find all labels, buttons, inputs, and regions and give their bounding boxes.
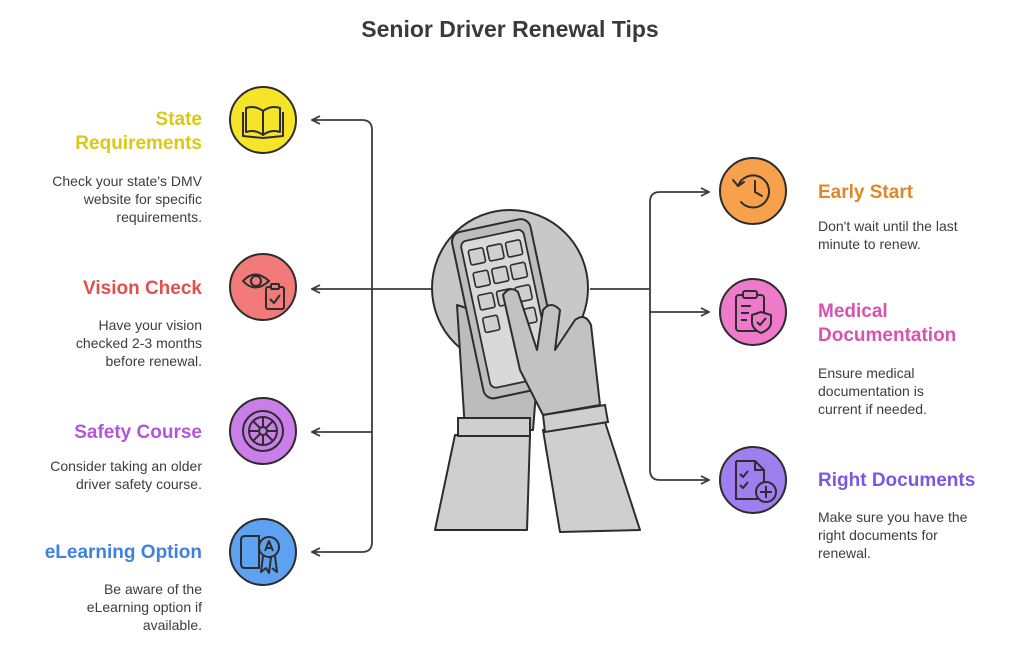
early-start-badge xyxy=(719,157,787,225)
state-requirements-description: Check your state's DMV website for speci… xyxy=(52,173,202,225)
page-title: Senior Driver Renewal Tips xyxy=(361,16,659,42)
elearning-option-heading: eLearning Option xyxy=(44,542,202,563)
safety-course-heading: Safety Course xyxy=(74,422,202,443)
vision-check-description: Have your vision checked 2-3 months befo… xyxy=(75,317,202,369)
hand-calculator-illustration xyxy=(431,209,641,533)
clock-icon xyxy=(732,174,771,209)
document-plus-icon xyxy=(735,460,777,503)
eye-clipboard-icon xyxy=(242,273,285,310)
right-documents-badge xyxy=(719,446,787,514)
vision-check-heading: Vision Check xyxy=(83,278,202,299)
right-documents-description: Make sure you have the right documents f… xyxy=(818,509,968,561)
elearning-option-badge xyxy=(229,518,297,586)
book-icon xyxy=(242,106,284,139)
safety-course-description: Consider taking an older driver safety c… xyxy=(50,458,202,492)
vision-check-badge xyxy=(229,253,297,321)
medical-clipboard-icon xyxy=(735,290,772,334)
steering-wheel-icon xyxy=(242,410,284,452)
medical-documentation-heading: Medical Documentation xyxy=(818,301,957,346)
state-requirements-heading: State Requirements xyxy=(75,109,202,154)
right-documents-heading: Right Documents xyxy=(818,470,976,491)
early-start-heading: Early Start xyxy=(818,182,914,203)
certificate-icon xyxy=(240,535,280,574)
medical-documentation-description: Ensure medical documentation is current … xyxy=(818,365,927,417)
elearning-option-description: Be aware of the eLearning option if avai… xyxy=(86,581,202,633)
state-requirements-badge xyxy=(229,86,297,154)
safety-course-badge xyxy=(229,397,297,465)
medical-documentation-badge xyxy=(719,278,787,346)
early-start-description: Don't wait until the last minute to rene… xyxy=(818,218,958,252)
